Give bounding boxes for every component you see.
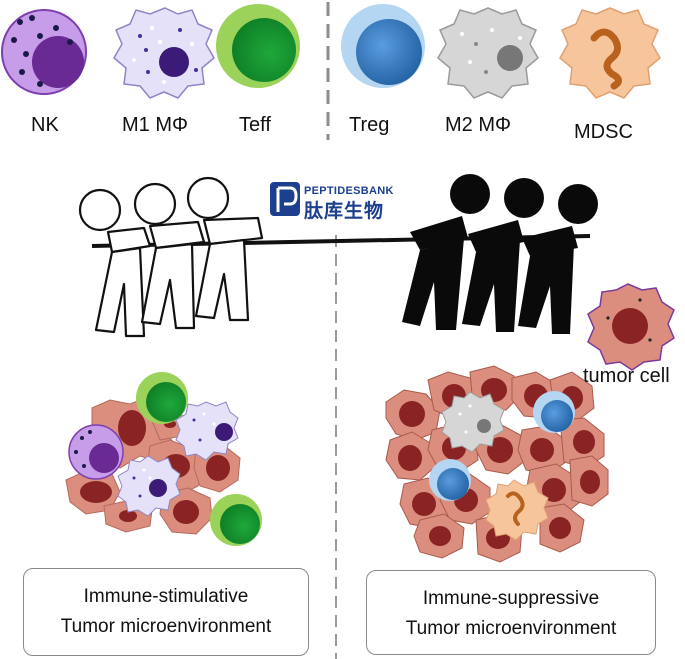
teff-cell-icon xyxy=(216,4,300,88)
mdsc-cell-icon xyxy=(559,7,661,99)
white-figure-3 xyxy=(186,176,264,322)
left-box-line1: Immune-stimulative xyxy=(83,586,249,607)
tumor-cell-label: tumor cell xyxy=(583,365,670,387)
m2-macrophage-icon xyxy=(437,7,539,99)
peptidesbank-logo-icon xyxy=(270,182,300,216)
black-figure-3 xyxy=(518,184,598,334)
left-box-line2: Tumor microenvironment xyxy=(60,616,272,637)
mdsc-label: MDSC xyxy=(574,121,633,143)
white-figure-1 xyxy=(78,188,152,338)
nk-label: NK xyxy=(31,114,59,136)
right-tumor-cluster xyxy=(385,365,609,563)
right-box-line2: Tumor microenvironment xyxy=(405,618,617,639)
treg-label: Treg xyxy=(349,114,390,136)
left-tumor-cluster xyxy=(65,372,262,546)
m1-macrophage-icon xyxy=(113,7,215,99)
black-figure-2 xyxy=(462,178,544,332)
teff-label: Teff xyxy=(239,114,271,136)
immune-stimulative-box: Immune-stimulative Tumor microenvironmen… xyxy=(23,568,309,656)
m2-label: M2 MΦ xyxy=(445,114,511,136)
right-box-line1: Immune-suppressive xyxy=(422,588,600,609)
logo-name: PEPTIDESBANK xyxy=(304,185,394,197)
tumor-cell-icon xyxy=(587,283,675,371)
immune-suppressive-box: Immune-suppressive Tumor microenvironmen… xyxy=(366,570,656,655)
white-figure-2 xyxy=(133,182,206,330)
m1-label: M1 MΦ xyxy=(122,114,188,136)
nk-cell-icon xyxy=(1,9,87,95)
black-figure-1 xyxy=(402,174,490,330)
logo-chinese: 肽库生物 xyxy=(304,201,385,222)
immune-team-figures xyxy=(78,176,264,338)
tumor-team-figures xyxy=(402,174,598,334)
treg-cell-icon xyxy=(341,4,425,88)
